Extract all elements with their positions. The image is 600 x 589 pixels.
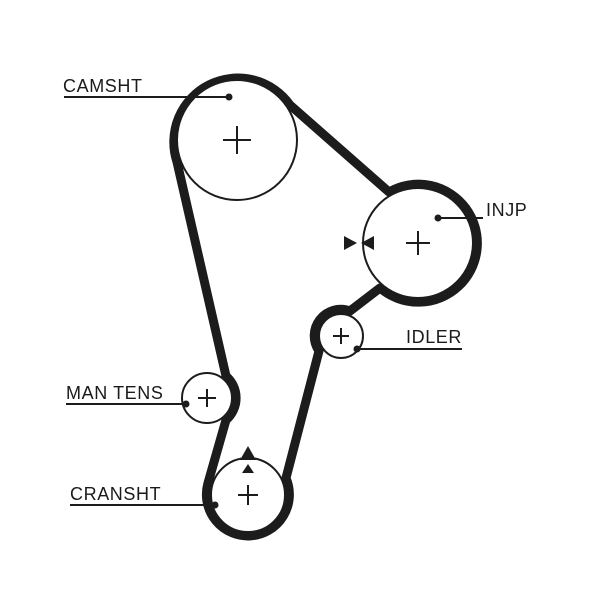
injection-pump-label: INJP [486,200,527,220]
crankshaft-cross-icon [238,485,258,505]
crankshaft-leader-dot [211,501,219,509]
crankshaft-leader [70,501,219,509]
manual-tensioner-leader-dot [182,400,190,408]
manual-tensioner-leader [66,400,190,408]
crankshaft-label: CRANSHT [70,484,161,504]
timing-belt-path [169,73,482,541]
alignment-arrows-icon [240,446,256,473]
idler-cross-icon [333,328,349,344]
idler-label: IDLER [406,327,462,347]
injection-pump-cross-icon [406,231,430,255]
camshaft-cross-icon [223,126,251,154]
camshaft-label: CAMSHT [63,76,143,96]
manual-tensioner-cross-icon [198,389,216,407]
camshaft-leader-dot [225,93,233,101]
idler-leader-dot [353,345,361,353]
camshaft-leader [64,93,233,101]
idler-leader [353,345,462,353]
injection-pump-leader [434,214,483,222]
injection-pump-leader-dot [434,214,442,222]
tension-check-arrows-icon [344,236,374,250]
manual-tensioner-label: MAN TENS [66,383,163,403]
